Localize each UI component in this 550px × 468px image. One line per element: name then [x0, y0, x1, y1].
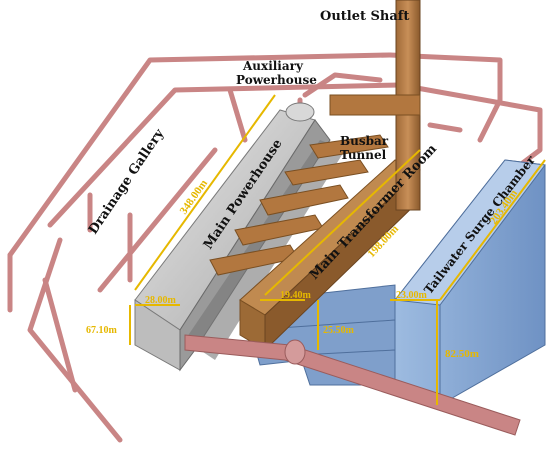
surge-height-dim: 82.50m [445, 348, 479, 360]
transformer-height-dim: 25.50m [323, 325, 355, 336]
surge-width-dim: 23.00m [396, 290, 428, 301]
powerhouse-width-dim: 28.00m [145, 295, 177, 306]
busbar-tunnel-label-2: Tunnel [340, 148, 387, 162]
auxiliary-powerhouse-label-1: Auxiliary [242, 59, 304, 73]
outlet-shaft-label: Outlet Shaft [320, 9, 409, 24]
tailrace-outlet-tunnel [184, 334, 521, 436]
auxiliary-powerhouse-label-2: Powerhouse [236, 73, 317, 87]
outlet-shaft [329, 0, 421, 211]
transformer-width-dim: 19.40m [280, 290, 312, 301]
busbar-tunnels [209, 134, 389, 276]
dimension-lines [129, 94, 546, 405]
powerhouse-height-dim: 67.10m [86, 325, 118, 336]
busbar-tunnel-label-1: Busbar [340, 134, 389, 148]
